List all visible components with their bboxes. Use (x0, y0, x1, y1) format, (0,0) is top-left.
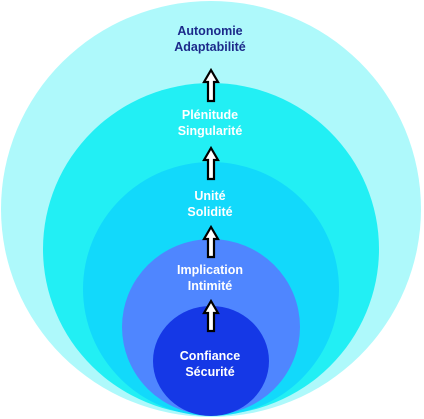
label-line: Autonomie (177, 24, 243, 38)
label-line: Plénitude (181, 108, 239, 122)
arrow-up-icon-4 (202, 298, 220, 333)
label-line: Confiance (179, 349, 241, 363)
arrow-up-icon-2 (202, 145, 220, 181)
label-line: Sécurité (185, 365, 235, 379)
label-line: Unité (194, 189, 226, 203)
label-line: Singularité (177, 124, 243, 138)
label-implication-intimite: Implication Intimité (130, 262, 290, 294)
label-autonomie-adaptabilite: Autonomie Adaptabilité (130, 23, 290, 55)
label-line: Intimité (187, 279, 233, 293)
label-confiance-securite: Confiance Sécurité (130, 348, 290, 380)
circle-confiance (153, 306, 269, 416)
label-line: Solidité (187, 205, 233, 219)
label-line: Adaptabilité (174, 40, 246, 54)
arrow-up-icon-1 (202, 67, 220, 103)
label-unite-solidite: Unité Solidité (130, 188, 290, 220)
label-plenitude-singularite: Plénitude Singularité (130, 107, 290, 139)
arrow-up-icon-3 (202, 224, 220, 259)
label-line: Implication (177, 263, 243, 277)
